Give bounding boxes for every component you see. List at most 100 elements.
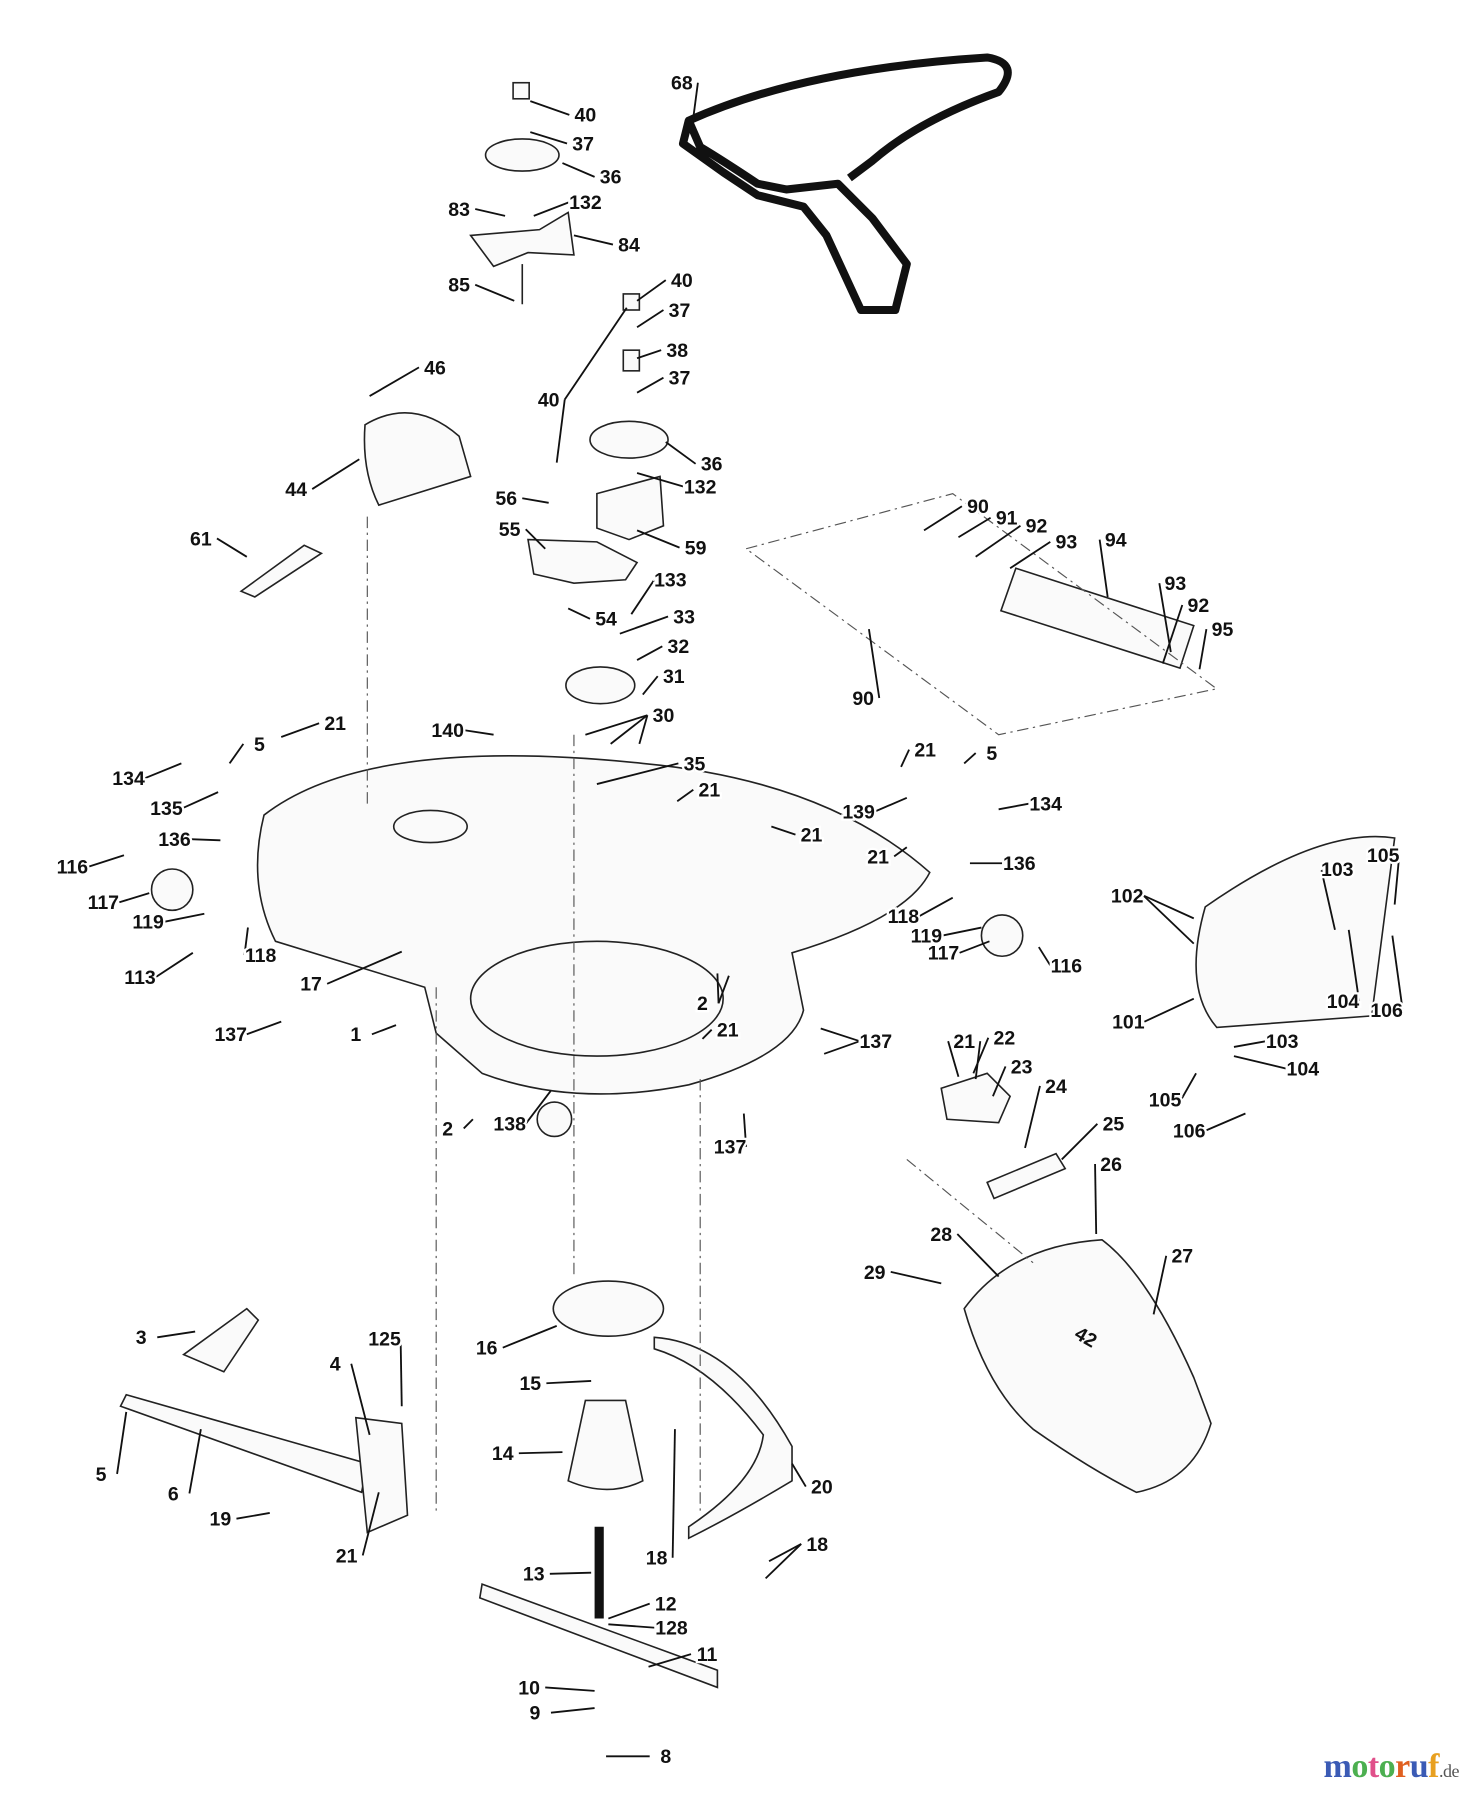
part-number-label: 22 [994,1028,1016,1050]
callout-118: 118 [243,927,279,969]
callout-133: 133 [630,567,689,615]
leader-line [742,1113,748,1147]
leader-line [463,1118,474,1130]
part-number-label: 68 [671,73,693,95]
parts-drawing: 42 [119,53,1396,1689]
callout-36: 36 [665,441,725,478]
leader-line [823,1040,861,1055]
leader-line [890,1271,942,1285]
leader-line [820,1027,861,1043]
callout-21: 21 [280,711,348,738]
part-number-label: 18 [646,1548,668,1570]
part-number-label: 21 [336,1545,358,1567]
callout-68: 68 [669,70,699,127]
leader-line [691,82,699,127]
blade [478,1583,719,1689]
part-number-label: 140 [431,720,464,742]
part-number-label: 29 [864,1262,886,1284]
callout-103: 103 [1319,857,1356,931]
leader-line [311,458,360,490]
callout-24: 24 [1024,1074,1069,1149]
leader-line [1142,894,1195,945]
nut [512,81,530,100]
lift-arm-bracket [354,1416,409,1534]
leader-line [563,307,628,401]
leader-line [1094,1163,1098,1235]
part-number-label: 116 [1051,955,1083,977]
callout-139: 139 [840,796,908,826]
part-number-label: 20 [811,1476,833,1498]
part-number-label: 117 [88,892,119,914]
leader-line [893,846,908,858]
logo-letter: o [1378,1748,1396,1785]
leader-line [900,749,910,768]
part-number-label: 104 [1327,991,1360,1013]
callout-106: 106 [1171,1112,1246,1145]
callout-118: 118 [885,896,954,930]
leader-line [947,1040,960,1078]
leader-line [972,1037,990,1074]
callout-85: 85 [446,272,515,302]
leader-line [676,789,694,803]
spindle-housing-cover [552,1280,665,1337]
callout-15: 15 [517,1371,592,1397]
part-number-label: 23 [1011,1056,1033,1078]
part-number-label: 118 [888,906,920,928]
leader-line [474,283,515,302]
idler-arm [527,538,639,585]
leader-line [1009,541,1051,570]
leader-line [155,952,194,978]
callout-92: 92 [1161,593,1212,664]
part-number-label: 30 [653,705,675,727]
mulch-plug [1195,835,1396,1029]
callout-105: 105 [1147,1072,1197,1114]
leader-line [874,796,908,813]
part-number-label: 13 [523,1564,545,1586]
part-number-label: 5 [254,734,265,756]
gauge-wheel [150,868,194,912]
callout-125: 125 [366,1326,403,1407]
part-number-label: 93 [1056,532,1078,554]
callout-105: 105 [1365,843,1402,905]
part-number-label: 90 [852,688,874,710]
callout-40: 40 [536,307,628,463]
deck-roller [999,567,1195,670]
lift-link [119,1393,369,1494]
leader-line [636,529,680,549]
callout-102: 102 [1109,883,1195,945]
part-number-label: 40 [538,389,560,411]
part-number-label: 119 [132,912,164,934]
leader-line [567,607,591,620]
leader-line [1152,1255,1168,1315]
idler-pulley [589,420,669,459]
callout-32: 32 [636,634,692,661]
callout-37: 37 [530,131,596,158]
leader-line [243,927,249,956]
callout-23: 23 [992,1054,1035,1097]
leader-line [701,1029,713,1040]
part-number-label: 21 [867,846,889,868]
spring [239,544,324,598]
part-number-label: 125 [368,1328,401,1350]
leader-line [1061,1123,1099,1161]
baffle [653,1336,793,1540]
part-number-label: 91 [996,508,1018,530]
part-number-label: 137 [860,1031,893,1053]
leader-line [525,528,546,550]
callout-117: 117 [926,940,990,967]
part-number-label: 21 [914,740,936,762]
callout-18: 18 [643,1429,676,1572]
callout-104: 104 [1233,1055,1322,1083]
spring [986,1152,1067,1200]
callout-134: 134 [998,791,1064,818]
leader-line [522,497,549,504]
leader-line [630,579,656,615]
leader-line [1158,583,1172,653]
part-number-label: 11 [697,1644,718,1666]
part-number-label: 21 [801,824,823,846]
leader-line [228,743,245,764]
idler-pulley [484,138,560,172]
part-number-label: 40 [575,105,597,127]
logo-letter: u [1409,1748,1429,1785]
